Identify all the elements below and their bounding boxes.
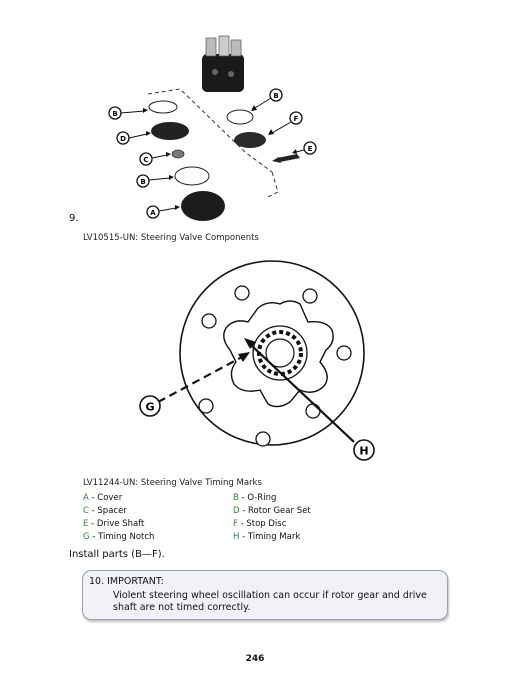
parts-legend: A - Cover B - O-Ring C - Spacer D - Roto… (83, 491, 383, 544)
callout-b-upper: B (108, 106, 148, 120)
o-ring-right (226, 109, 254, 125)
callout-b-right: B (251, 88, 283, 111)
note-body: Violent steering wheel oscillation can o… (113, 590, 427, 613)
timing-notch-pointer (157, 356, 243, 403)
timing-mark-pointer (251, 345, 355, 443)
legend-item: H - Timing Mark (233, 532, 301, 543)
assembly-guide-line (147, 88, 273, 173)
steering-valve-timing-marks-figure: G H (139, 260, 375, 461)
svg-text:B: B (140, 178, 145, 186)
drive-shaft (272, 154, 300, 163)
svg-text:A: A (150, 209, 156, 217)
callout-e: E (292, 141, 317, 155)
legend-item: F - Stop Disc (233, 518, 287, 529)
legend-row: G - Timing Notch H - Timing Mark (83, 531, 383, 544)
callout-h: H (353, 439, 375, 461)
timing-notch-arrowhead (238, 352, 250, 362)
important-note: 10. IMPORTANT: Violent steering wheel os… (82, 570, 448, 620)
legend-row: A - Cover B - O-Ring (83, 491, 383, 504)
step-number: 9. (69, 213, 79, 224)
svg-text:E: E (308, 145, 313, 153)
svg-text:G: G (145, 401, 154, 414)
legend-row: E - Drive Shaft F - Stop Disc (83, 517, 383, 530)
callout-c: C (139, 152, 171, 166)
callout-b-lower: B (136, 174, 174, 188)
page-number: 246 (245, 654, 265, 664)
o-ring-lower (174, 166, 210, 186)
callout-d: D (116, 131, 151, 145)
legend-item: D - Rotor Gear Set (233, 505, 311, 516)
stop-disc (234, 132, 266, 148)
svg-text:B: B (112, 110, 117, 118)
svg-text:C: C (143, 156, 148, 164)
center-bore (265, 338, 295, 368)
svg-text:B: B (273, 92, 278, 100)
figure1-caption: LV10515-UN: Steering Valve Components (83, 233, 259, 243)
svg-text:H: H (359, 445, 368, 458)
valve-housing (202, 35, 244, 92)
rotor-gear-set (151, 122, 189, 140)
callout-g: G (139, 395, 161, 417)
svg-text:D: D (120, 135, 126, 143)
legend-item: E - Drive Shaft (83, 518, 145, 529)
legend-row: C - Spacer D - Rotor Gear Set (83, 504, 383, 517)
legend-item: C - Spacer (83, 505, 127, 516)
callout-a: A (146, 205, 180, 219)
bolt-holes (198, 285, 352, 447)
cover (181, 191, 225, 221)
legend-item: B - O-Ring (233, 492, 277, 503)
install-instruction: Install parts (B—F). (69, 549, 165, 560)
steering-valve-components-figure: B D C B A B F E (108, 35, 317, 221)
note-title: 10. IMPORTANT: (89, 576, 164, 587)
assembly-guide-line-end (267, 171, 279, 198)
figure2-caption: LV11244-UN: Steering Valve Timing Marks (83, 478, 262, 488)
svg-text:F: F (294, 115, 299, 123)
callout-f: F (268, 111, 303, 135)
timing-mark-arrowhead (244, 338, 256, 349)
o-ring-upper-left (148, 100, 178, 114)
legend-item: A - Cover (83, 492, 123, 503)
legend-item: G - Timing Notch (83, 532, 155, 543)
spacer (171, 149, 185, 159)
